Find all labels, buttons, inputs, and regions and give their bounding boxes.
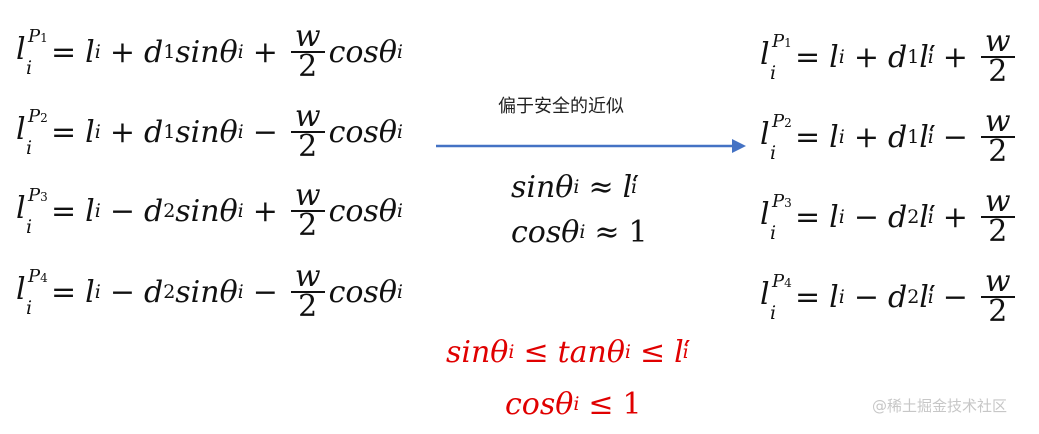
approximation-label: 偏于安全的近似 bbox=[498, 96, 624, 117]
arrow-right-icon bbox=[436, 139, 746, 153]
watermark: @稀土掘金技术社区 bbox=[872, 397, 1008, 415]
